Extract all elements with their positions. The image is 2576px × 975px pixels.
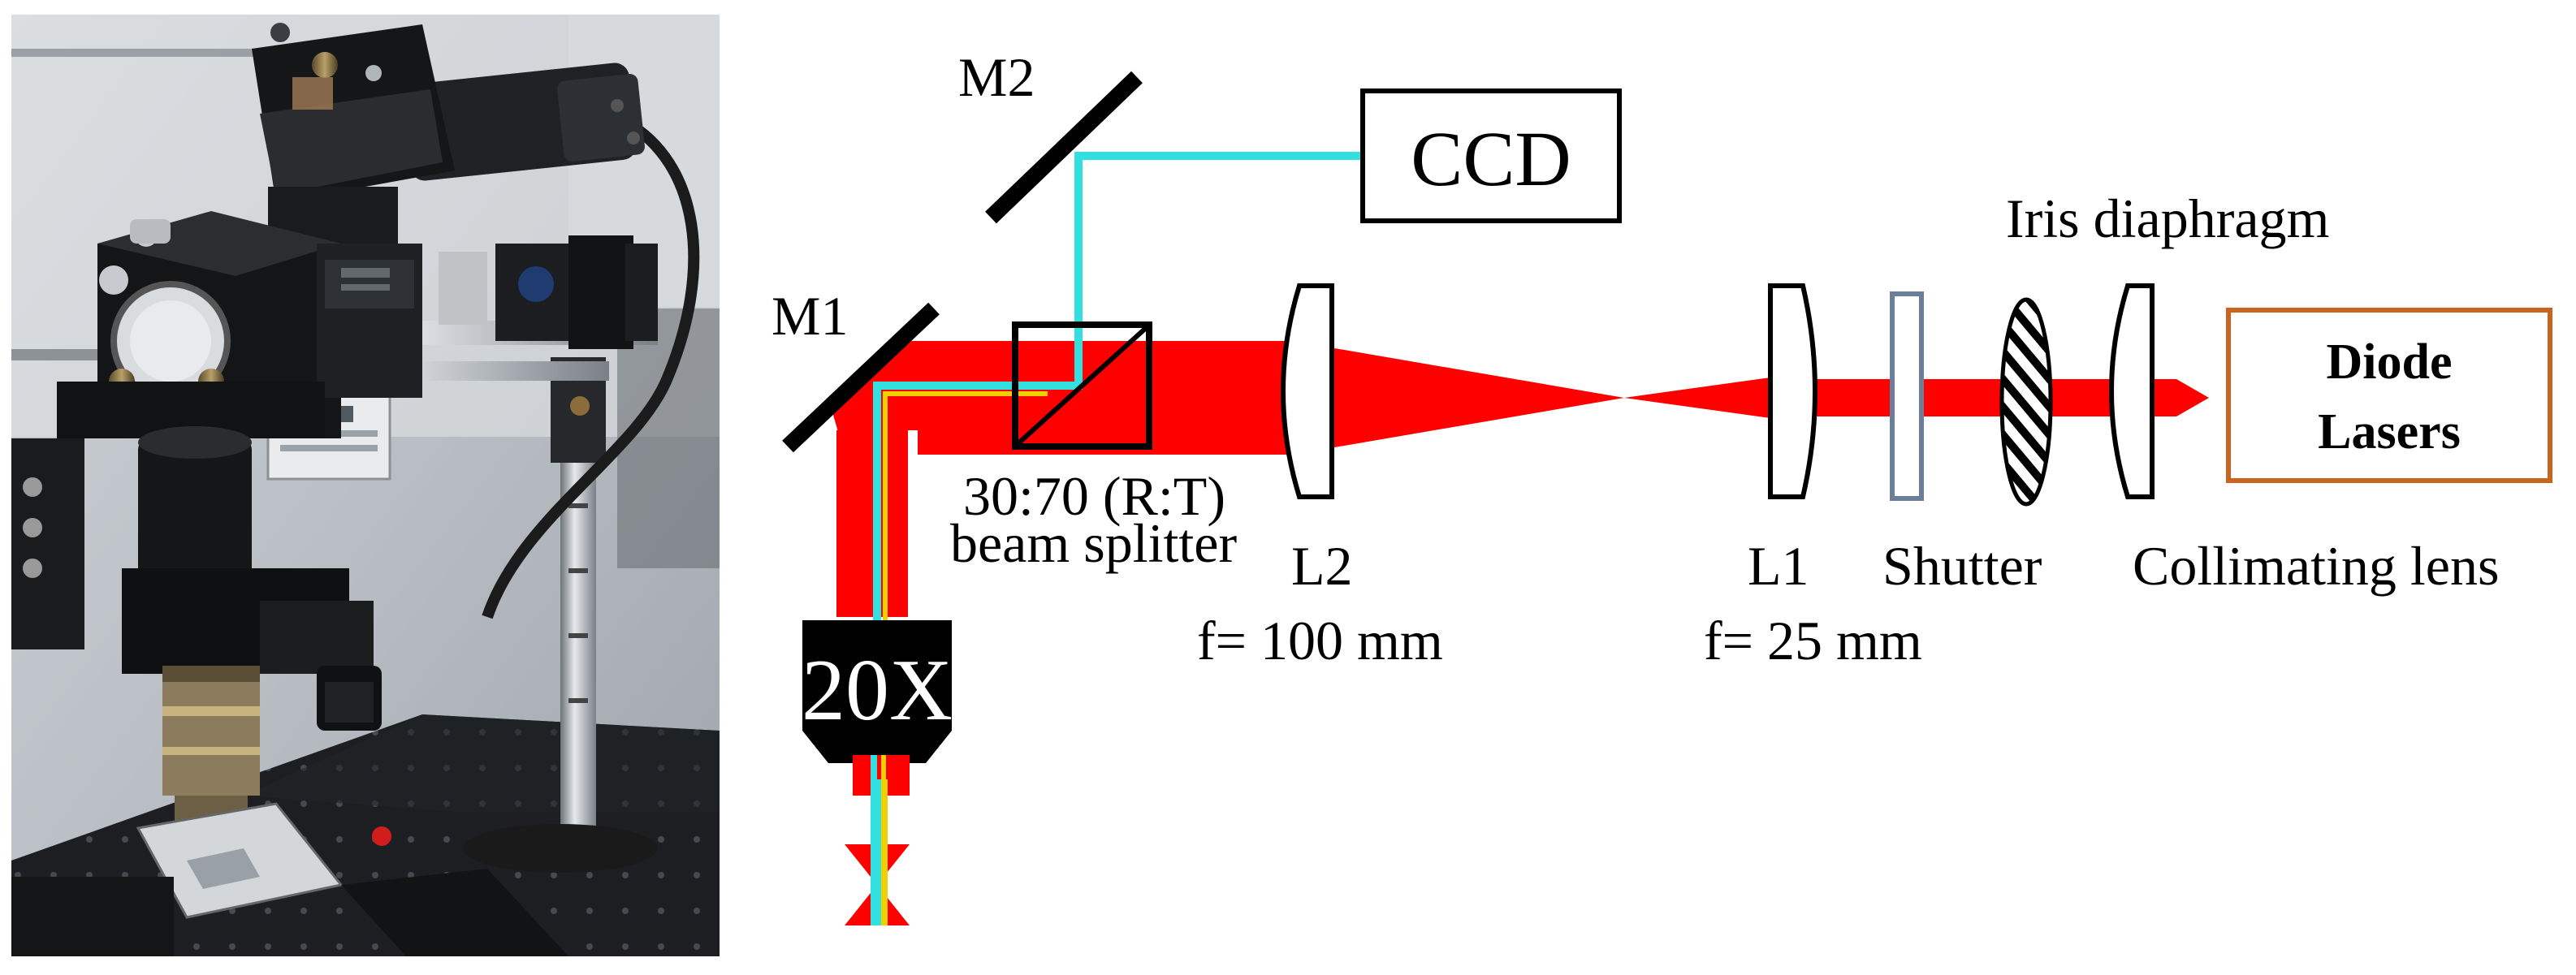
- laser-beam-vertical: [832, 430, 913, 617]
- lens-l2: [1281, 283, 1334, 499]
- l1-focal-label: f= 25 mm: [1704, 610, 1922, 671]
- collimating-label: Collimating lens: [2133, 535, 2499, 597]
- beam-splitter: [1012, 321, 1152, 450]
- setup-photo: [11, 15, 720, 956]
- laser-beam-wide: [893, 341, 1307, 455]
- laser-beam-cone-converge: [1316, 345, 1624, 451]
- imaging-path-cyan: [873, 152, 1363, 925]
- laser-beam-narrow: [1770, 379, 2176, 416]
- shutter: [1890, 291, 1924, 501]
- l2-label: L2: [1291, 535, 1353, 597]
- shutter-label: Shutter: [1882, 535, 2042, 597]
- collimating-lens: [2109, 283, 2155, 499]
- optical-diagram: CCD Diode Lasers 20X M2 M1 Iris diap: [772, 46, 2552, 925]
- m2-label: M2: [958, 46, 1035, 108]
- objective-20x: [802, 620, 952, 763]
- mirror-m2: [985, 71, 1143, 224]
- objective-label: 20X: [802, 642, 953, 739]
- m1-label: M1: [772, 285, 848, 347]
- ccd-box: [1360, 88, 1622, 223]
- ccd-label: CCD: [1411, 115, 1571, 202]
- laser-beam-cone-diverge: [1624, 377, 1770, 418]
- iris-label: Iris diaphragm: [2006, 188, 2329, 249]
- diode-label-line2: Lasers: [2318, 404, 2461, 459]
- iris-diaphragm: [1999, 297, 2053, 507]
- diode-label-line1: Diode: [2327, 334, 2453, 390]
- lens-l1: [1768, 283, 1817, 499]
- l2-focal-label: f= 100 mm: [1197, 610, 1443, 671]
- mirror-m1: [782, 302, 940, 453]
- splitter-label-line2: beam splitter: [950, 512, 1237, 574]
- laser-beam-diode-taper: [2176, 379, 2209, 416]
- diode-lasers-box: [2226, 308, 2552, 483]
- splitter-label-line1: 30:70 (R:T): [963, 465, 1225, 527]
- l1-label: L1: [1748, 535, 1809, 597]
